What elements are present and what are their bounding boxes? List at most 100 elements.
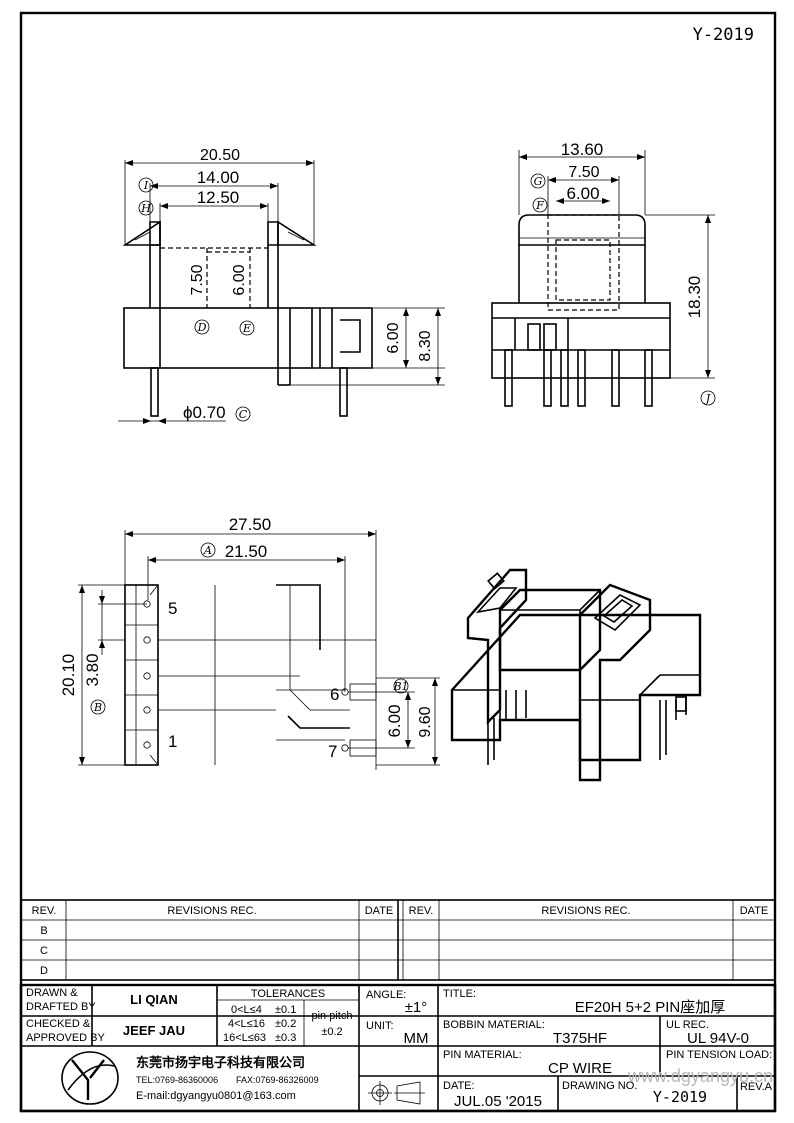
tol-3-value: ±0.3 — [275, 1032, 296, 1044]
angle-label: ANGLE: — [366, 989, 406, 1001]
bobbin-material-label: BOBBIN MATERIAL: — [443, 1019, 545, 1031]
drawn-by: LI QIAN — [130, 992, 178, 1007]
revision-table: REV. REVISIONS REC. DATE REV. REVISIONS … — [20, 899, 776, 981]
pin-label-7: 7 — [328, 742, 337, 761]
rev-header-right: REV. — [409, 905, 434, 917]
bobbin-material-value: T375HF — [553, 1030, 607, 1047]
pin-pitch-value: ±0.2 — [321, 1026, 342, 1038]
ul-rec-label: UL REC. — [666, 1019, 709, 1031]
drawn-label-1: DRAWN & — [26, 987, 78, 999]
dim-base-height-b: 8.30 — [417, 330, 434, 361]
dim-bottom-length-a: 21.50 — [225, 542, 268, 561]
bottom-view-right-block — [276, 584, 321, 650]
dim-bottom-width-total: 20.10 — [59, 654, 78, 697]
date-header-right: DATE — [740, 905, 769, 917]
dim-width-i: 14.00 — [197, 168, 240, 187]
balloon-d — [194, 319, 210, 335]
dim-side-height-j: 18.30 — [685, 276, 704, 319]
svg-text:I: I — [143, 179, 149, 192]
unit-value: MM — [404, 1030, 429, 1047]
pin-rail — [124, 584, 159, 766]
company-email: E-mail:dgyangyu0801@163.com — [136, 1090, 296, 1102]
svg-text:C: C — [239, 408, 248, 421]
svg-text:E: E — [242, 322, 251, 335]
checked-label-1: CHECKED & — [26, 1018, 91, 1030]
balloon-g — [530, 173, 546, 189]
drawn-label-2: DRAFTED BY — [26, 1001, 96, 1013]
tol-3-range: 16<L≤63 — [223, 1032, 266, 1044]
angle-value: ±1° — [405, 999, 428, 1016]
flange-left — [122, 220, 161, 246]
unit-label: UNIT: — [366, 1020, 394, 1032]
flange-right — [277, 220, 317, 246]
tolerances-label: TOLERANCES — [251, 988, 325, 1000]
pin-label-1: 1 — [168, 732, 177, 751]
checked-label-2: APPROVED BY — [26, 1032, 106, 1044]
balloon-b — [90, 699, 106, 715]
title-value: EF20H 5+2 PIN座加厚 — [575, 999, 725, 1016]
pin-material-label: PIN MATERIAL: — [443, 1049, 522, 1061]
svg-text:F: F — [535, 199, 544, 212]
checked-by: JEEF JAU — [123, 1023, 185, 1038]
balloon-e — [239, 320, 255, 336]
title-block: DRAWN & DRAFTED BY LI QIAN CHECKED & APP… — [19, 983, 777, 1113]
watermark: www.dgyangyu.cn — [627, 1066, 773, 1086]
projection-symbol-icon — [368, 1081, 425, 1105]
front-base — [123, 307, 313, 369]
dim-bottom-overall-length: 27.50 — [229, 515, 272, 534]
company-tel: TEL:0769-86360006 — [136, 1075, 218, 1085]
balloon-f — [532, 197, 548, 213]
bottom-view: 27.50 A 21.50 5 1 — [59, 515, 440, 770]
balloon-i — [138, 177, 154, 193]
svg-text:B: B — [93, 701, 102, 714]
date-value: JUL.05 '2015 — [454, 1093, 542, 1110]
svg-text:H: H — [140, 202, 151, 215]
balloon-a — [200, 542, 216, 558]
date-header-left: DATE — [365, 905, 394, 917]
front-pin-right — [339, 367, 348, 417]
company-name: 东莞市扬宇电子科技有限公司 — [136, 1055, 305, 1070]
side-view: 13.60 7.50 6.00 G F — [491, 140, 716, 407]
pin-pitch-label: pin pitch — [312, 1010, 353, 1022]
side-base — [491, 302, 671, 379]
ul-rec-value: UL 94V-0 — [687, 1030, 749, 1047]
dim-side-width-g: 7.50 — [568, 164, 599, 181]
dim-overall-width: 20.50 — [200, 147, 240, 164]
title-label: TITLE: — [443, 988, 476, 1000]
rev-header-left: REV. — [32, 905, 57, 917]
pin-label-5: 5 — [168, 599, 177, 618]
balloon-b1 — [393, 678, 409, 694]
svg-text:D: D — [197, 321, 207, 334]
tol-2-range: 4<L≤16 — [228, 1018, 265, 1030]
company-logo-icon — [61, 1051, 119, 1105]
company-fax: FAX:0769-86326009 — [236, 1075, 319, 1085]
dim-base-height-a: 6.00 — [385, 322, 402, 353]
rev-row-b: B — [40, 925, 47, 937]
front-pin-left — [150, 367, 159, 417]
dim-bottom-pitch: 3.80 — [83, 653, 102, 686]
tol-1-range: 0<L≤4 — [231, 1004, 262, 1016]
front-view: 20.50 14.00 12.50 I H 7.50 6.00 — [118, 147, 445, 424]
tol-2-value: ±0.2 — [275, 1018, 296, 1030]
dim-side-width-f: 6.00 — [566, 184, 599, 203]
drawing-no-label: DRAWING NO. — [562, 1080, 637, 1092]
pin-material-value: CP WIRE — [548, 1060, 612, 1077]
dim-width-h: 12.50 — [197, 188, 240, 207]
dim-window-height: 7.50 — [189, 264, 206, 295]
drawing-no-value: Y-2019 — [653, 1088, 707, 1106]
rev-row-c: C — [40, 945, 48, 957]
dim-pin-diameter: ϕ0.70 — [183, 403, 226, 422]
balloon-c — [235, 406, 251, 422]
svg-text:J: J — [704, 392, 711, 405]
balloon-h — [138, 200, 154, 216]
isometric-view — [450, 568, 702, 782]
dim-bottom-base-width: 9.60 — [417, 706, 434, 737]
drawing-number-top: Y-2019 — [693, 25, 754, 45]
pin-tension-label: PIN TENSION LOAD: — [666, 1049, 772, 1061]
rev-label: REV.A — [740, 1081, 773, 1093]
rev-row-d: D — [40, 965, 48, 977]
svg-text:A: A — [203, 544, 212, 557]
date-label: DATE: — [443, 1080, 475, 1092]
svg-text:B1: B1 — [392, 680, 408, 693]
